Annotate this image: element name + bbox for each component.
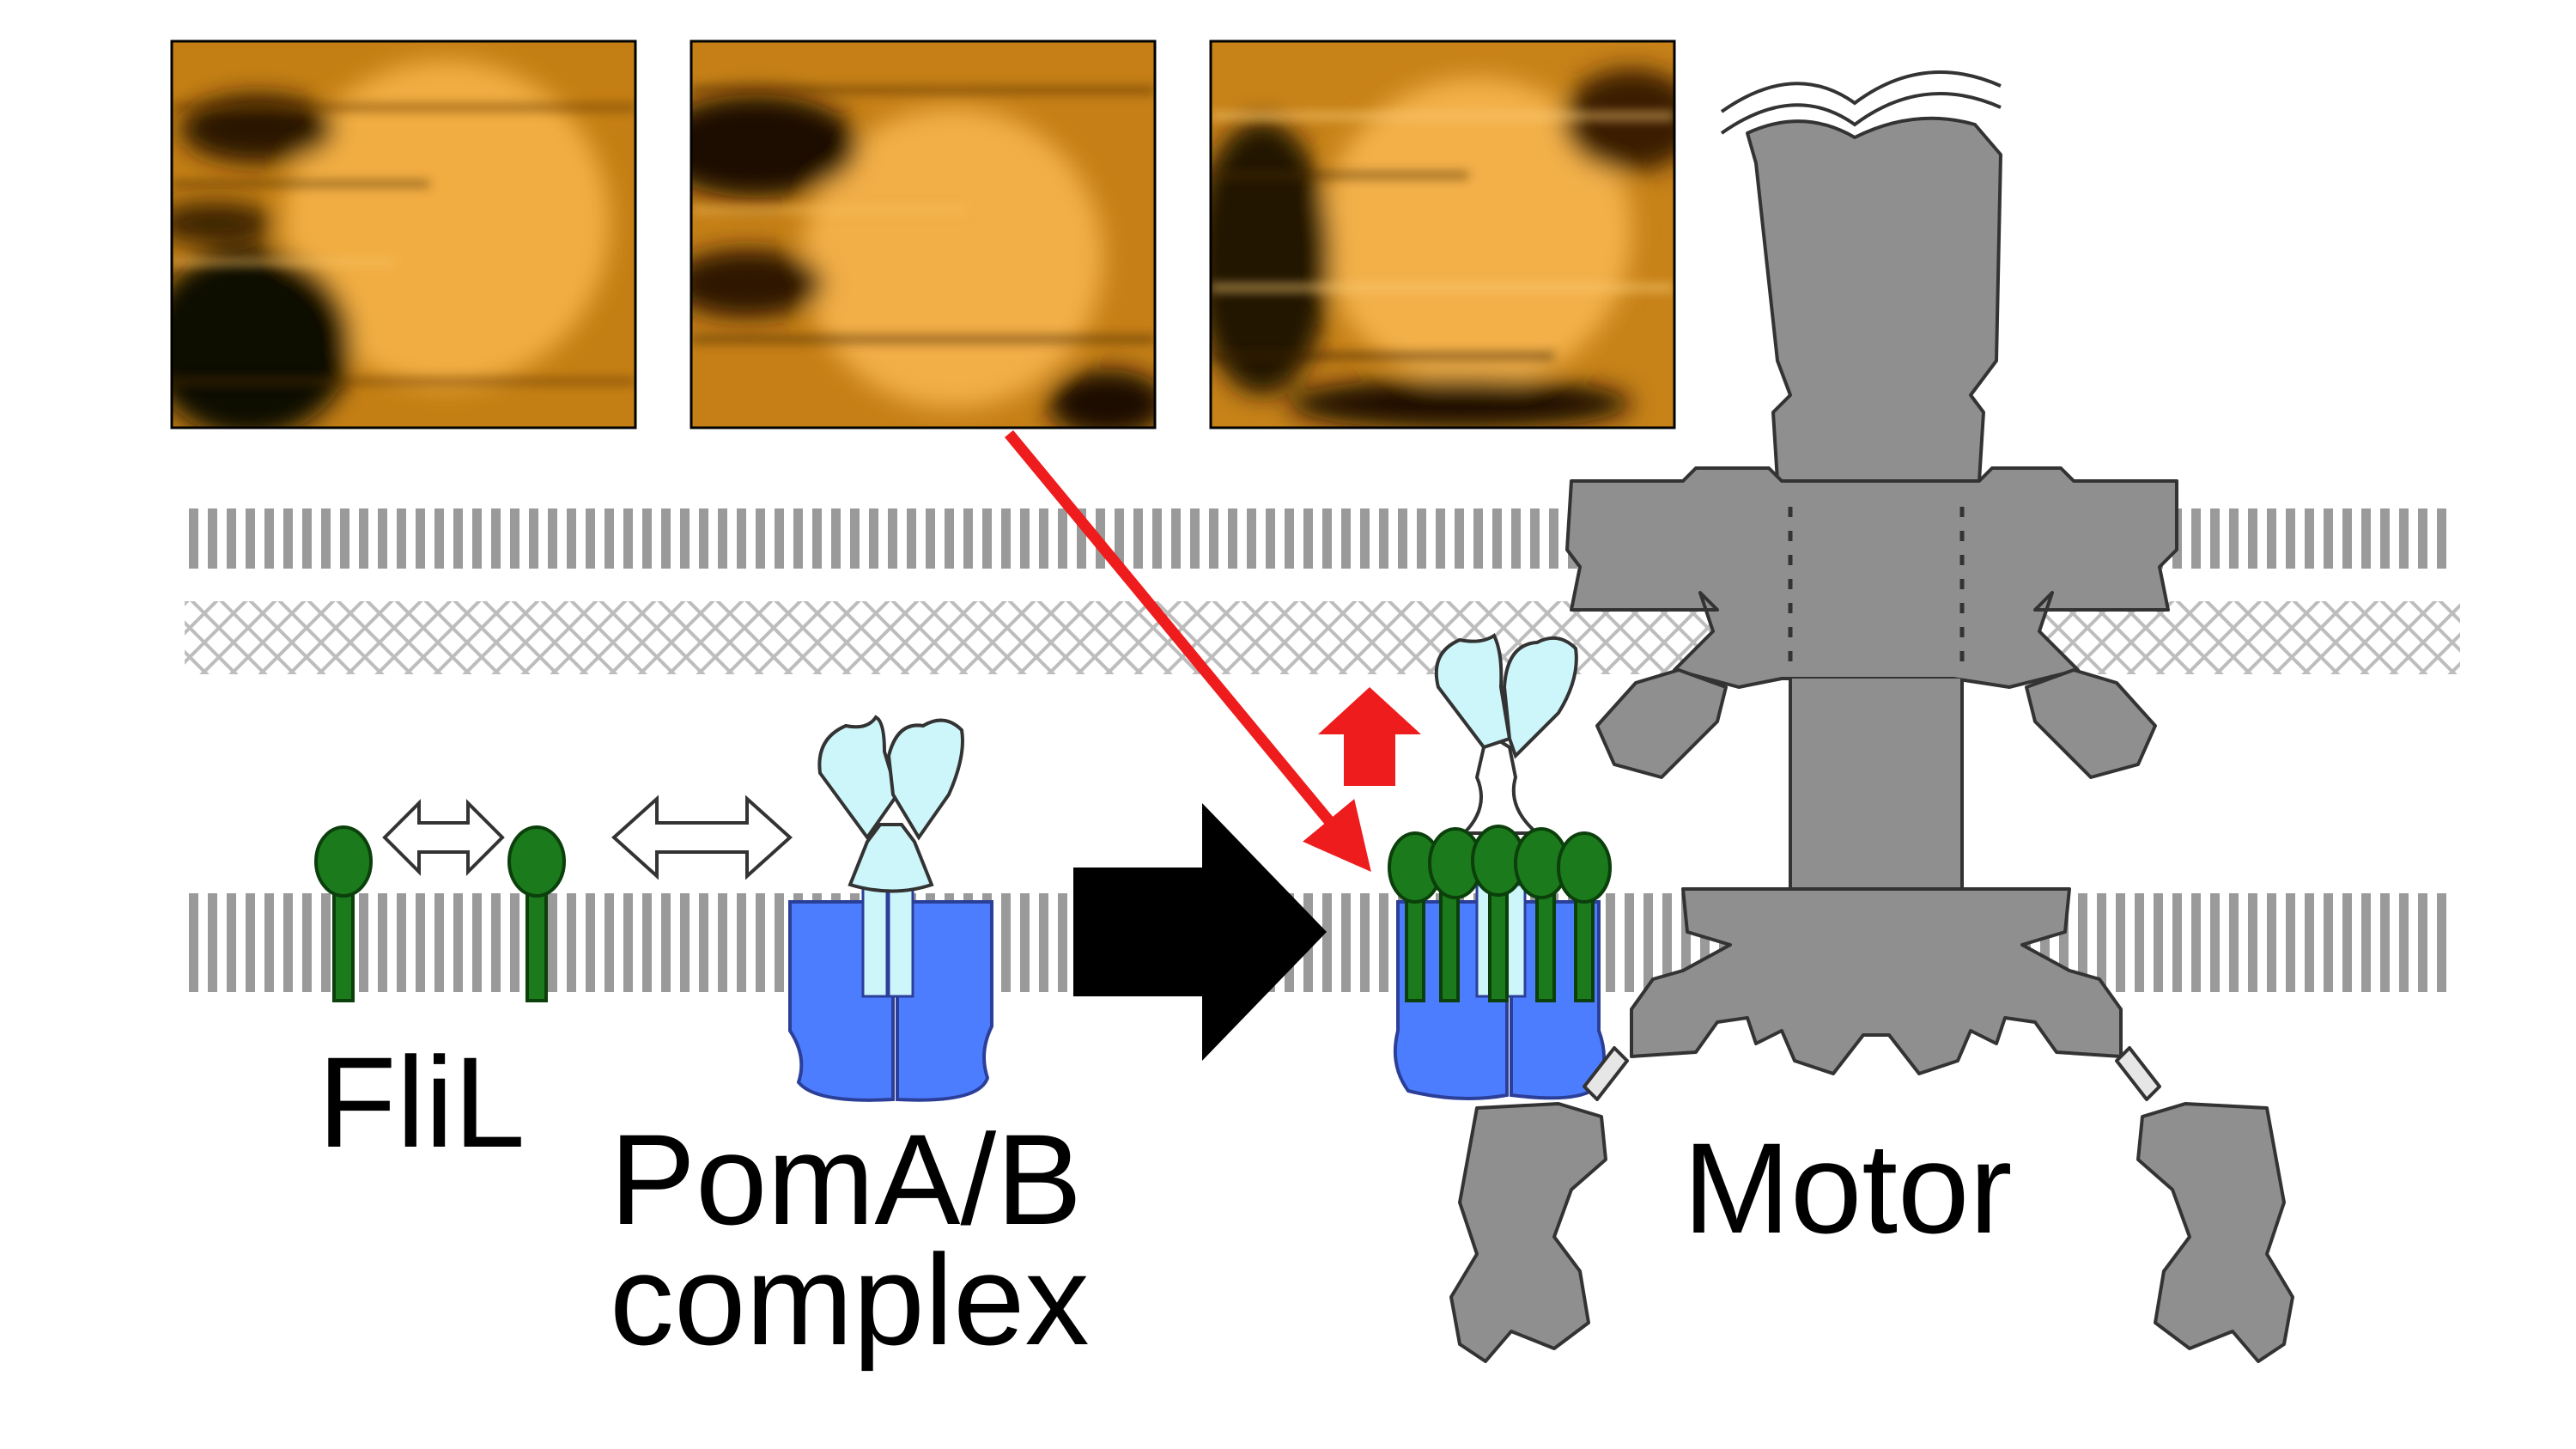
poma-b-label: PomA/B [610, 1107, 1082, 1251]
flil-label: FliL [318, 1030, 526, 1174]
afm-image-1 [170, 40, 637, 429]
poma-b-complex [788, 715, 993, 1102]
double-arrow-icon [382, 799, 505, 876]
pointer-arrow-icon [1004, 429, 1371, 873]
up-arrow-icon [1318, 687, 1421, 786]
flagellar-motor [1449, 116, 2294, 1363]
hook-break-mark [1720, 70, 2002, 113]
motor-label: Motor [1683, 1116, 2012, 1260]
flil-protein-2 [507, 825, 566, 1002]
hook-break-mark [1720, 92, 2002, 135]
stator-with-flil-ring [1388, 633, 1612, 1100]
afm-image-2 [690, 40, 1157, 429]
peptidoglycan-layer [185, 601, 2460, 674]
flil-protein-1 [314, 825, 373, 1002]
hook-break-mark [1717, 75, 2003, 125]
right-arrow-icon [1073, 803, 1327, 1061]
double-arrow-icon [611, 795, 793, 880]
complex-label: complex [610, 1227, 1090, 1372]
afm-image-3 [1209, 40, 1676, 429]
